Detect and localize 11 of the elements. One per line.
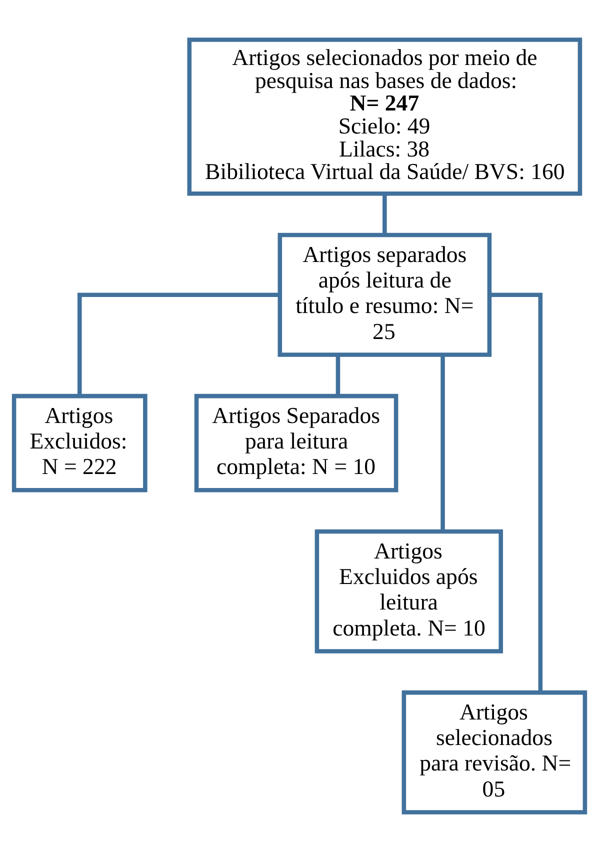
node-box: Artigos Separados para leitura completa: N = 10 bbox=[194, 394, 398, 492]
node-box: Artigos Excluidos após leitura completa. N= 10 bbox=[314, 529, 503, 654]
node-box: Artigos selecionados por meio de pesquisa nas bases de dados: N= 247 Scielo: 49 Lilacs: 38 Bibilioteca Virtual da Saúde/ BVS: 160 bbox=[187, 38, 582, 196]
node-box: Artigos selecionados para revisão. N= 05 bbox=[402, 690, 588, 814]
connector bbox=[77, 292, 280, 396]
connector bbox=[336, 354, 340, 396]
node-box: Artigos separados após leitura de título e resumo: N= 25 bbox=[278, 232, 492, 357]
connector bbox=[490, 292, 543, 692]
node-box: Artigos Excluidos: N = 222 bbox=[12, 394, 148, 492]
connector bbox=[382, 194, 387, 235]
connector bbox=[440, 354, 445, 532]
